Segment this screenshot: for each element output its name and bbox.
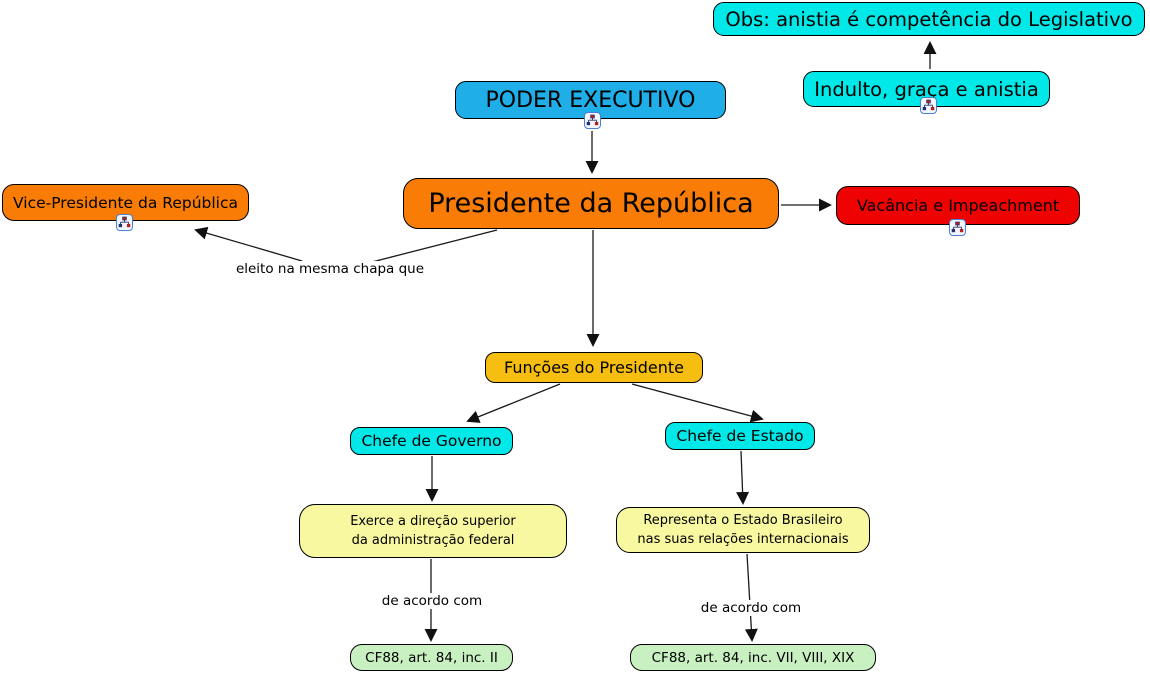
node-exerce-direcao-superior[interactable]: Exerce a direção superior da administraç… (299, 504, 567, 558)
link-label-de-acordo-com-estado[interactable]: de acordo com (694, 600, 808, 616)
node-chefe-de-governo[interactable]: Chefe de Governo (350, 427, 513, 455)
link-label-de-acordo-com-governo[interactable]: de acordo com (375, 593, 489, 609)
node-obs-anistia[interactable]: Obs: anistia é competência do Legislativ… (713, 2, 1145, 36)
node-cf88-art84-inc-ii[interactable]: CF88, art. 84, inc. II (350, 644, 513, 671)
node-presidente-da-republica[interactable]: Presidente da República (403, 178, 779, 229)
org-chart-resource-icon[interactable] (584, 112, 601, 129)
node-chefe-de-estado[interactable]: Chefe de Estado (665, 422, 815, 450)
node-representa-estado-brasileiro[interactable]: Representa o Estado Brasileiro nas suas … (616, 507, 870, 553)
link-label-eleito-na-mesma-chapa[interactable]: eleito na mesma chapa que (226, 261, 434, 277)
org-chart-resource-icon[interactable] (116, 214, 133, 231)
node-funcoes-do-presidente[interactable]: Funções do Presidente (485, 352, 703, 383)
org-chart-resource-icon[interactable] (949, 219, 966, 236)
org-chart-resource-icon[interactable] (920, 97, 937, 114)
node-cf88-art84-inc-vii-viii-xix[interactable]: CF88, art. 84, inc. VII, VIII, XIX (630, 644, 876, 671)
node-vacancia-impeachment[interactable]: Vacância e Impeachment (836, 186, 1080, 225)
